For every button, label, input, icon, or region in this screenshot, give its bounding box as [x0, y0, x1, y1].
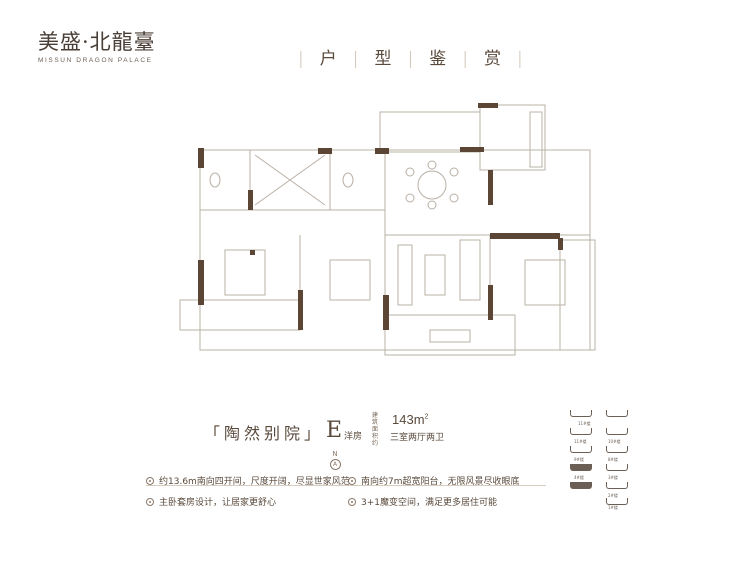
feature-item: 约13.6m南向四开间，尺度开阔，尽显世家风范 — [146, 474, 350, 487]
bullet-icon — [146, 476, 154, 485]
feature-text: 3+1魔变空间，满足更多居住可能 — [361, 498, 497, 508]
keyplan-label: 11#楼 — [574, 439, 587, 444]
building-icon — [606, 446, 628, 453]
compass-north-label: N — [332, 450, 338, 458]
building-icon — [570, 410, 592, 417]
building-icon-highlighted — [570, 464, 592, 471]
unit-type-suffix: 洋房 — [344, 432, 363, 442]
keyplan-label: 11#楼 — [578, 421, 591, 426]
building-icon — [606, 464, 628, 471]
feature-item: 3+1魔变空间，满足更多居住可能 — [348, 495, 497, 508]
brand-name-cn: 美盛·北龍臺 — [38, 30, 156, 54]
area-number: 143m — [392, 412, 425, 427]
bullet-icon — [146, 497, 154, 506]
unit-type-letter: E — [326, 418, 343, 443]
floor-plan — [179, 103, 596, 356]
title-char: 鉴 — [429, 49, 447, 69]
layout-description: 三室两厅两卫 — [390, 433, 445, 443]
bullet-icon — [348, 476, 356, 485]
keyplan-building — [570, 446, 628, 458]
title-char: 赏 — [483, 49, 501, 69]
keyplan-building — [570, 410, 628, 422]
keyplan-label: 8#楼 — [608, 457, 618, 462]
title-char: 型 — [374, 49, 392, 69]
bullet-icon — [348, 497, 356, 506]
building-icon-highlighted — [570, 482, 592, 489]
building-icon — [570, 428, 592, 435]
keyplan-label: 1#楼 — [608, 505, 618, 510]
area-value: 143m2 — [392, 412, 428, 427]
page-title: |户|型|鉴|赏| — [298, 49, 523, 69]
feature-item: 南向约7m超宽阳台，无限风景尽收眼底 — [348, 474, 520, 487]
building-icon — [606, 410, 628, 417]
keyplan-label: 10#楼 — [608, 439, 621, 444]
brand-name-en: MISSUN DRAGON PALACE — [38, 57, 153, 64]
keyplan-label: 3#楼 — [608, 475, 618, 480]
keyplan-building — [606, 498, 628, 510]
feature-item: 主卧套房设计，让居家更舒心 — [146, 495, 276, 508]
building-icon — [606, 482, 628, 489]
keyplan-building — [570, 428, 628, 440]
divider — [146, 485, 546, 486]
building-icon — [606, 498, 628, 505]
keyplan-building — [570, 464, 628, 476]
compass-icon: A — [329, 459, 341, 470]
building-icon — [606, 428, 628, 435]
keyplan-label: 4#楼 — [574, 475, 584, 480]
brand-logo: 美盛·北龍臺 MISSUN DRAGON PALACE — [38, 26, 156, 64]
unit-name: 「陶然别院」 — [204, 424, 325, 443]
feature-text: 主卧套房设计，让居家更舒心 — [159, 498, 277, 508]
keyplan-building — [570, 482, 628, 494]
feature-text: 约13.6m南向四开间，尺度开阔，尽显世家风范 — [159, 477, 350, 487]
feature-text: 南向约7m超宽阳台，无限风景尽收眼底 — [361, 477, 520, 487]
keyplan-label: 9#楼 — [574, 457, 584, 462]
keyplan-label: 2#楼 — [608, 493, 618, 498]
building-icon — [570, 446, 592, 453]
area-label: 建筑面积约 — [372, 412, 379, 447]
area-unit-sup: 2 — [424, 413, 429, 421]
title-char: 户 — [319, 49, 337, 69]
compass: N A — [328, 450, 342, 470]
site-keyplan: 11#楼 11#楼 10#楼 9#楼 8#楼 4#楼 3#楼 2#楼 1#楼 — [566, 408, 632, 510]
